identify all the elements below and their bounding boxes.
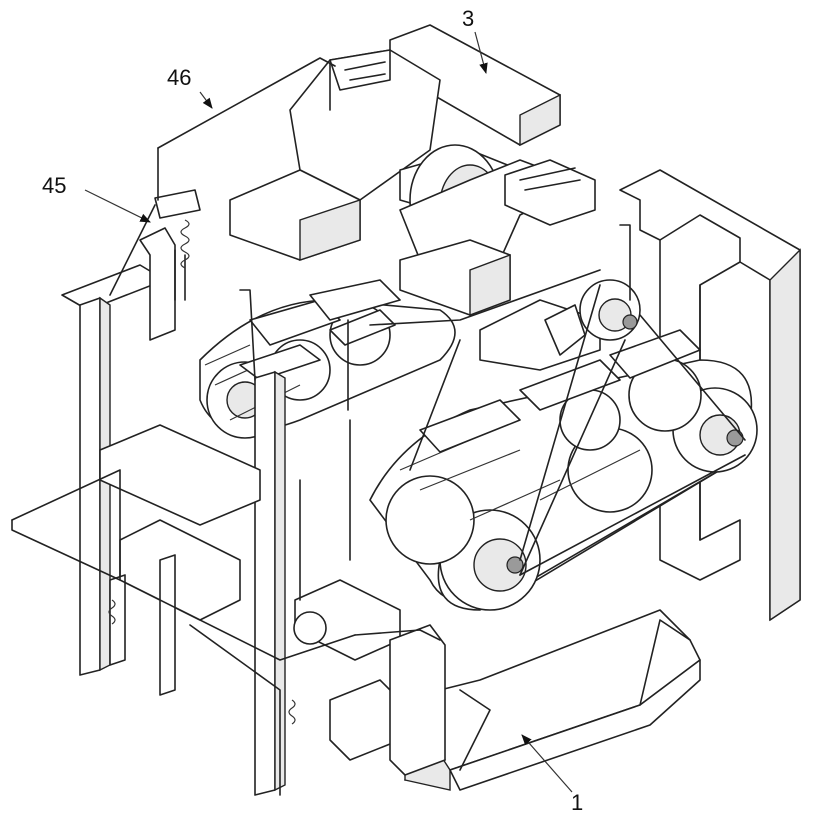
left-lever-frame: [61, 57, 396, 796]
front-chain-conveyor: [369, 329, 758, 611]
right-side-frame: [619, 169, 801, 622]
rear-chain-conveyor: [199, 279, 456, 439]
linkage-rods: [239, 224, 631, 471]
label-ref-3: 3: [462, 6, 474, 31]
label-ref-1: 1: [571, 790, 583, 815]
label-ref-45: 45: [42, 173, 66, 198]
front-lower-assembly: [11, 419, 446, 796]
top-motor-housing: [229, 24, 601, 371]
label-ref-46: 46: [167, 65, 191, 90]
base-frame: [404, 609, 701, 791]
reference-labels: 3 46 45 1: [42, 6, 583, 815]
pulley-belt: [519, 279, 746, 576]
